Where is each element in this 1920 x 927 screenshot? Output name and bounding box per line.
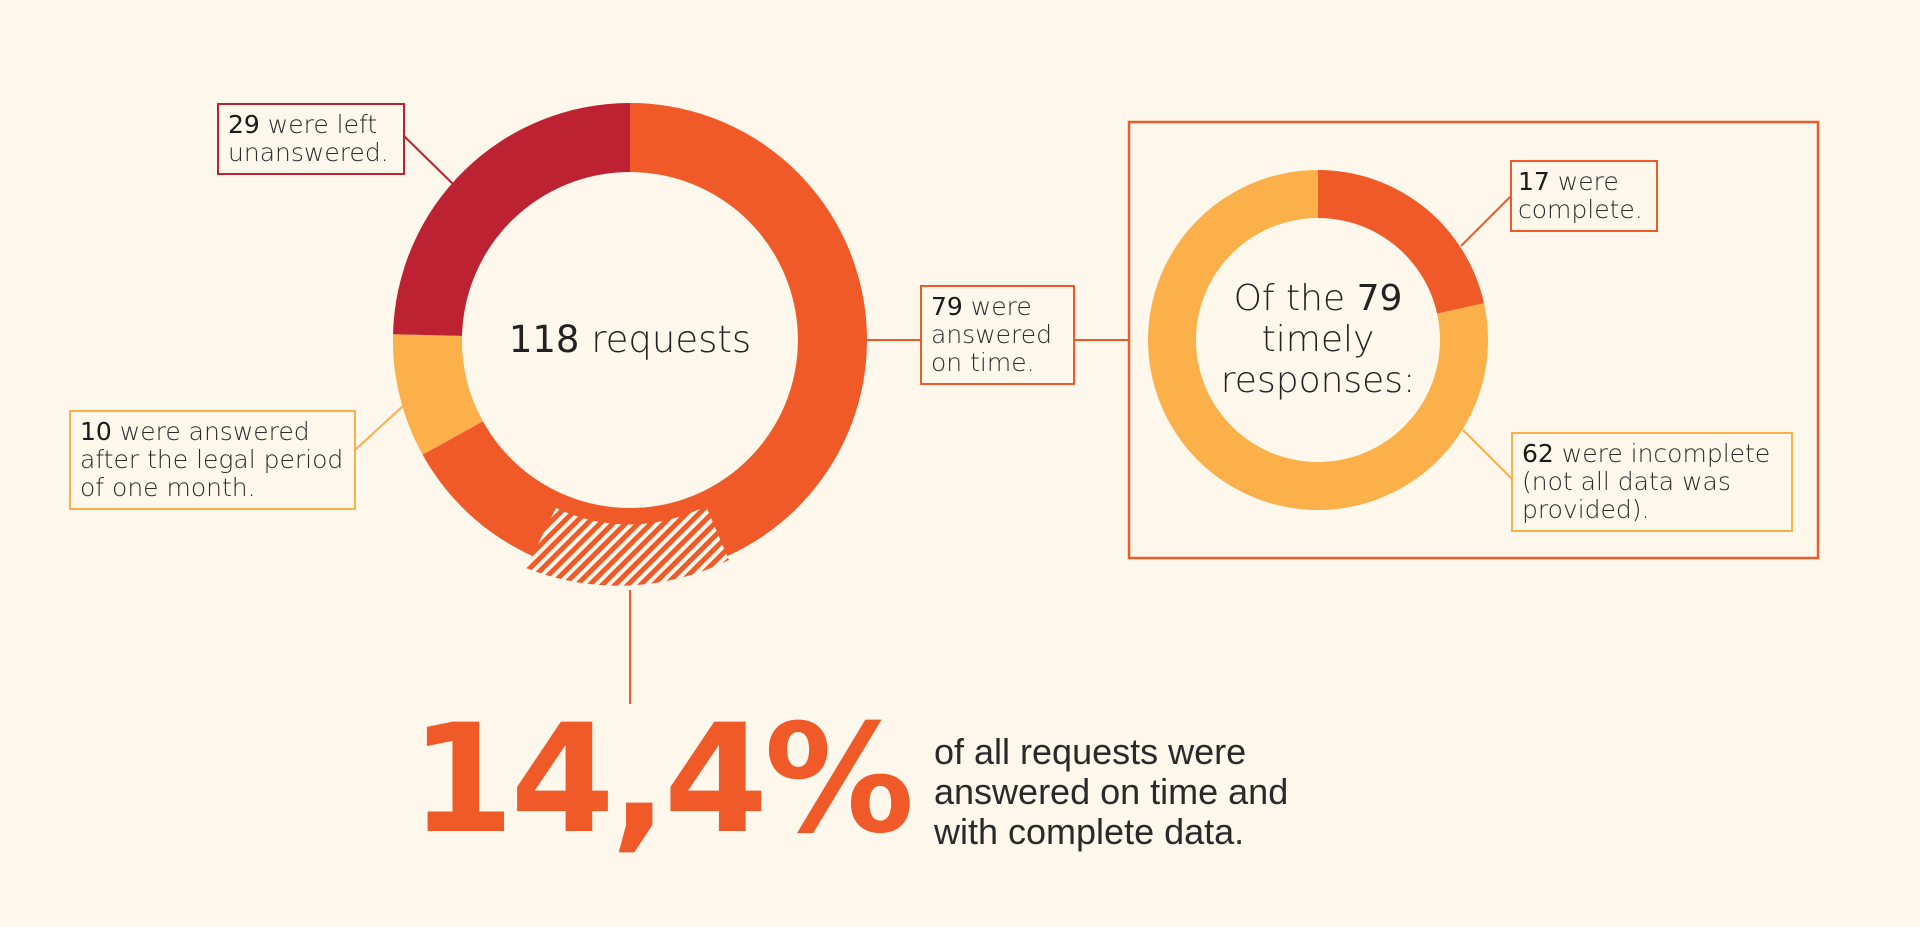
right-center-number: 79 [1356,278,1403,319]
segment-unanswered [393,103,630,336]
callout-incomplete: 62 were incomplete (not all data was pro… [1511,432,1793,532]
headline-description-text: of all requests were answered on time an… [934,731,1289,852]
callout-complete: 17 were complete. [1510,160,1658,232]
callout-late-number: 10 [80,417,112,446]
headline-percent: 14,4% [410,693,914,867]
total-requests-text: requests [591,318,752,361]
callout-complete-number: 17 [1518,167,1550,196]
segment-complete [1318,169,1484,314]
callout-on-time-text: were answered on time. [931,292,1052,377]
callout-unanswered: 29 were left unanswered. [217,103,405,175]
right-center-line3: responses: [1220,360,1416,401]
segment-complete-hatched [526,506,729,586]
total-requests-number: 118 [508,318,580,361]
callout-unanswered-number: 29 [228,110,260,139]
right-center-line2: timely [1261,319,1375,360]
headline-description: of all requests were answered on time an… [934,732,1334,852]
right-donut-chart [1148,169,1489,511]
connector-complete [1460,194,1513,247]
connector-incomplete [1462,429,1514,481]
callout-late-text: were answered after the legal period of … [80,417,344,502]
segment-on-time [422,103,867,577]
callout-incomplete-text: were incomplete (not all data was provid… [1522,439,1771,524]
callout-on-time-number: 79 [931,292,963,321]
connector-unanswered [403,135,456,187]
left-donut-chart [392,103,867,586]
callout-incomplete-number: 62 [1522,439,1554,468]
connector-late [354,405,404,451]
segment-late [392,334,483,455]
callout-complete-text: were complete. [1518,167,1643,224]
timely-responses-frame [1127,120,1820,560]
right-center-prefix: Of the [1233,278,1357,319]
callout-on-time: 79 were answered on time. [920,285,1075,385]
left-donut-center-label: 118 requests [480,318,780,362]
callout-unanswered-text: were left unanswered. [228,110,389,167]
right-donut-center-label: Of the 79 timely responses: [1188,278,1448,401]
callout-late: 10 were answered after the legal period … [69,410,356,510]
